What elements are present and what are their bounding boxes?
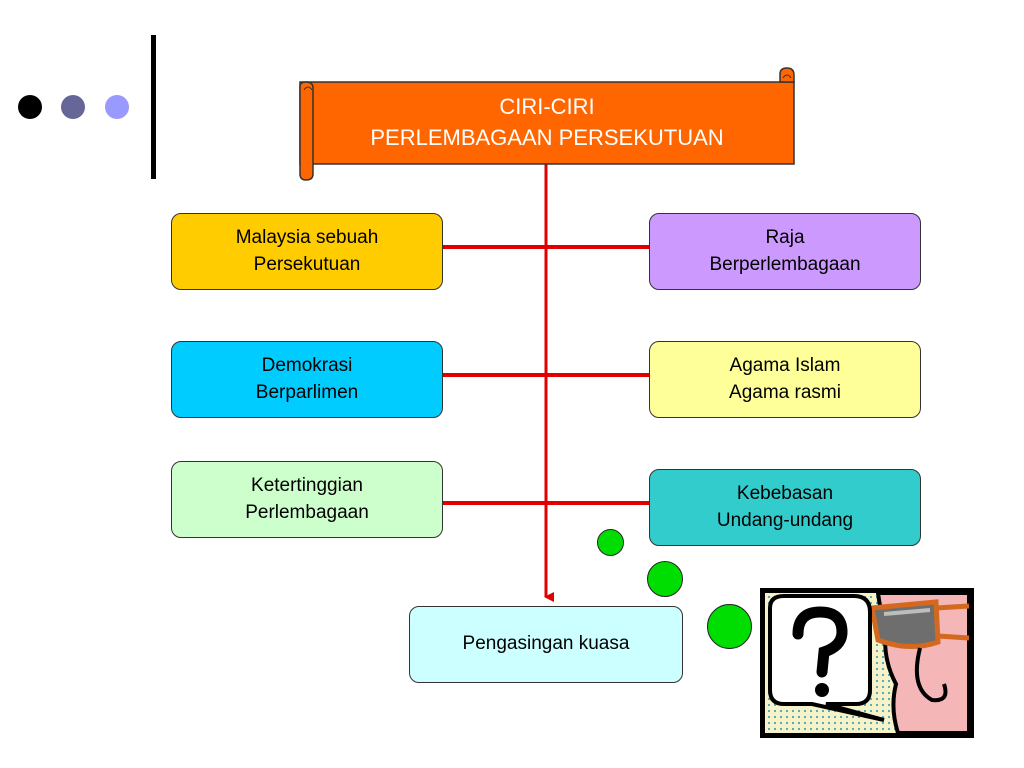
title-banner bbox=[299, 67, 795, 181]
decor-dot-black bbox=[18, 95, 42, 119]
node-raja-berperlembagaan: Raja Berperlembagaan bbox=[649, 213, 921, 290]
decor-dot-lavender bbox=[105, 95, 129, 119]
node-ketertinggian-perlembagaan: Ketertinggian Perlembagaan bbox=[171, 461, 443, 538]
node-agama-islam-agama-rasmi: Agama Islam Agama rasmi bbox=[649, 341, 921, 418]
question-mark-thinking-face-icon bbox=[760, 588, 974, 738]
node-pengasingan-kuasa: Pengasingan kuasa bbox=[409, 606, 683, 683]
thought-bubble-large bbox=[707, 604, 752, 649]
thought-bubble-medium bbox=[647, 561, 683, 597]
node-demokrasi-berparlimen: Demokrasi Berparlimen bbox=[171, 341, 443, 418]
node-kebebasan-undang-undang: Kebebasan Undang-undang bbox=[649, 469, 921, 546]
thought-bubble-small bbox=[597, 529, 624, 556]
diagram-title: CIRI-CIRI PERLEMBAGAAN PERSEKUTUAN bbox=[300, 82, 794, 164]
decor-vertical-divider bbox=[151, 35, 156, 179]
node-malaysia-sebuah-persekutuan: Malaysia sebuah Persekutuan bbox=[171, 213, 443, 290]
title-line-1: CIRI-CIRI bbox=[499, 94, 595, 120]
decor-dot-slate bbox=[61, 95, 85, 119]
title-line-2: PERLEMBAGAAN PERSEKUTUAN bbox=[370, 125, 724, 150]
